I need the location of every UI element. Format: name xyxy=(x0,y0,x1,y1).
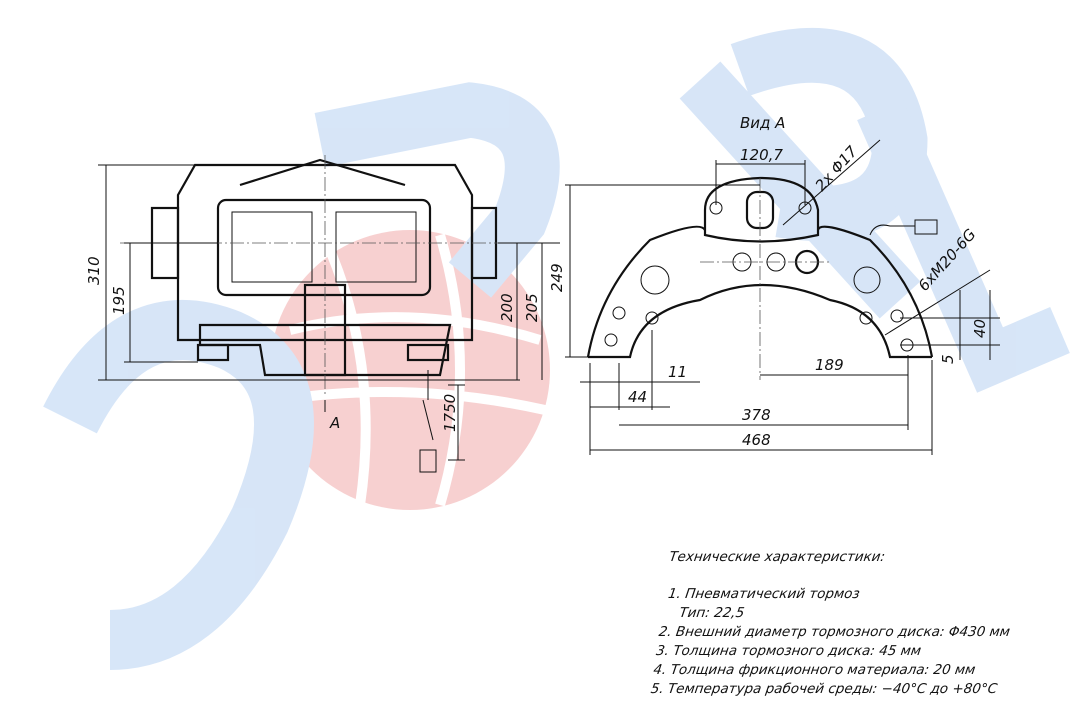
watermark-letter-r xyxy=(679,27,928,319)
dim-468: 468 xyxy=(742,431,771,449)
dim-378: 378 xyxy=(742,406,771,424)
dim-189: 189 xyxy=(815,356,844,374)
dim-200: 200 xyxy=(498,293,516,322)
view-marker-a: A xyxy=(329,414,340,432)
dim-5: 5 xyxy=(939,354,957,364)
spec-item: 2. Внешний диаметр тормозного диска: Φ43… xyxy=(657,624,1012,640)
spec-item: 4. Толщина фрикционного материала: 20 мм xyxy=(652,662,977,678)
watermark-letter-o xyxy=(314,82,560,298)
dim-44: 44 xyxy=(628,388,647,406)
dim-120-7: 120,7 xyxy=(740,146,783,164)
dim-11: 11 xyxy=(668,363,687,381)
dim-249: 249 xyxy=(548,263,566,292)
technical-specs: Технические характеристики: 1. Пневматич… xyxy=(649,548,1021,699)
spec-item: 5. Температура рабочей среды: −40°С до +… xyxy=(649,681,999,697)
watermark-logo xyxy=(43,27,1070,670)
dim-205: 205 xyxy=(523,293,541,322)
spec-item: 3. Толщина тормозного диска: 45 мм xyxy=(655,643,923,659)
view-a-title: Вид А xyxy=(740,114,785,132)
caliper-side-view xyxy=(98,155,560,473)
watermark-globe xyxy=(270,230,550,510)
spec-item: Тип: 22,5 xyxy=(678,605,746,621)
watermark-letter-s xyxy=(43,300,314,670)
spec-item: 1. Пневматический тормоз xyxy=(667,586,861,602)
dim-195: 195 xyxy=(110,286,128,315)
caliper-view-a xyxy=(565,139,1000,455)
dim-1750: 1750 xyxy=(441,394,459,432)
dim-40: 40 xyxy=(971,319,989,338)
specs-title: Технические характеристики: xyxy=(668,549,887,565)
dim-310: 310 xyxy=(85,256,103,285)
